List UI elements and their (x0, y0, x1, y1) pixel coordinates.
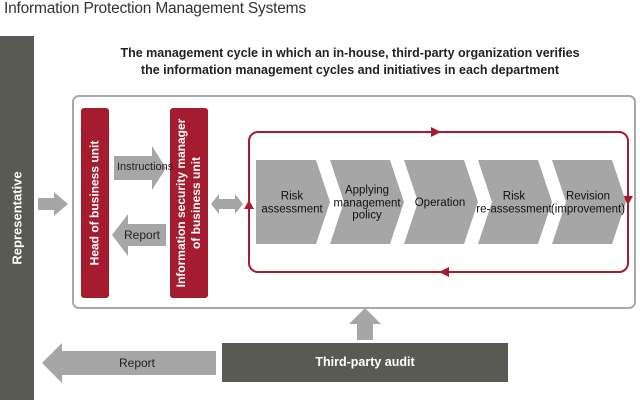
cycle-arrow-bottom (439, 267, 449, 277)
security-manager-box (170, 108, 208, 298)
page-title: Information Protection Management System… (4, 0, 306, 17)
representative-to-box-arrow (38, 192, 68, 216)
cycle-step-1-label: Risk assessment (261, 190, 323, 216)
representative-bar (0, 36, 34, 400)
cycle-step-4-shape (478, 160, 552, 244)
report-inner-arrow (112, 214, 166, 256)
cycle-step-5-shape (552, 160, 626, 244)
third-party-audit-bar (222, 343, 508, 382)
cycle-arrow-top (431, 127, 441, 137)
cycle-step-3-label: Operation (414, 196, 466, 209)
security-manager-line-2: of business unit (189, 157, 203, 250)
instructions-label: Instructions (117, 161, 174, 173)
subtitle-line-1: The management cycle in which an in-hous… (120, 46, 580, 60)
cycle-step-1-shape (256, 160, 330, 244)
report-inner-label: Report (124, 228, 161, 242)
head-of-unit-label: Head of business unit (87, 140, 102, 266)
subtitle-line-2: the information management cycles and in… (140, 63, 560, 77)
cycle-step-2-shape (330, 160, 404, 244)
cycle-step-4-label: Risk re-assessment (476, 190, 552, 216)
security-manager-label: Information security manager of business… (174, 119, 204, 288)
cycle-step-2-label: Applying management policy (333, 184, 401, 222)
audit-up-arrow (349, 308, 381, 340)
report-bottom-arrow (42, 343, 216, 383)
diagram-subtitle: The management cycle in which an in-hous… (60, 45, 640, 79)
instructions-arrow (114, 146, 166, 190)
security-manager-line-1: Information security manager (174, 118, 188, 288)
head-of-unit-box (81, 108, 109, 298)
manager-cycle-double-arrow (211, 194, 243, 214)
third-party-audit-label: Third-party audit (315, 355, 415, 369)
report-bottom-label: Report (118, 356, 156, 370)
cycle-arrow-right (623, 196, 633, 205)
cycle-step-3-shape (404, 160, 478, 244)
cycle-arrow-left (244, 200, 254, 209)
cycle-step-5-label: Revision (improvement) (550, 190, 626, 216)
